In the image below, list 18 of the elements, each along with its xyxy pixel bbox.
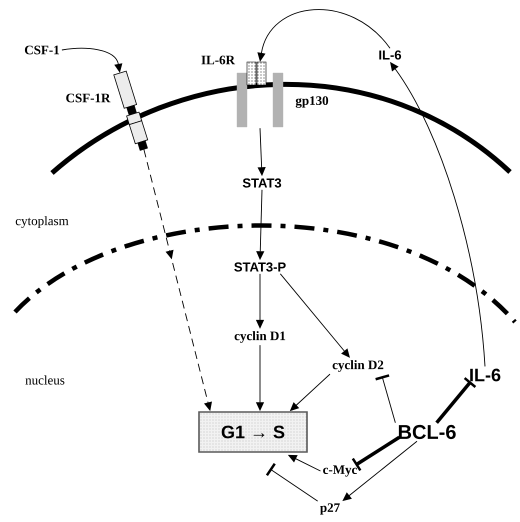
region-label: cytoplasm [16, 216, 69, 228]
protein-label: cyclin D2 [332, 360, 384, 372]
protein-label: CSF-1 [24, 46, 60, 54]
protein-label: STAT3-P [234, 262, 286, 272]
protein-label: p27 [320, 503, 340, 515]
protein-label: IL-6 [470, 368, 500, 382]
receptor-drawing [236, 62, 284, 128]
protein-label: STAT3 [242, 178, 282, 188]
process-box: G1 → S [198, 411, 308, 453]
receptor-label: CSF-1R [66, 94, 110, 102]
region-label: nucleus [25, 375, 64, 385]
protein-label: cyclin D1 [234, 331, 286, 343]
protein-label: IL-6 [379, 50, 402, 60]
receptor-label: gp130 [296, 96, 328, 108]
protein-label: c-Myc [323, 465, 357, 477]
inhibition-line [375, 374, 396, 424]
receptor-label: IL-6R [201, 56, 236, 64]
protein-label: BCL-6 [398, 424, 456, 440]
